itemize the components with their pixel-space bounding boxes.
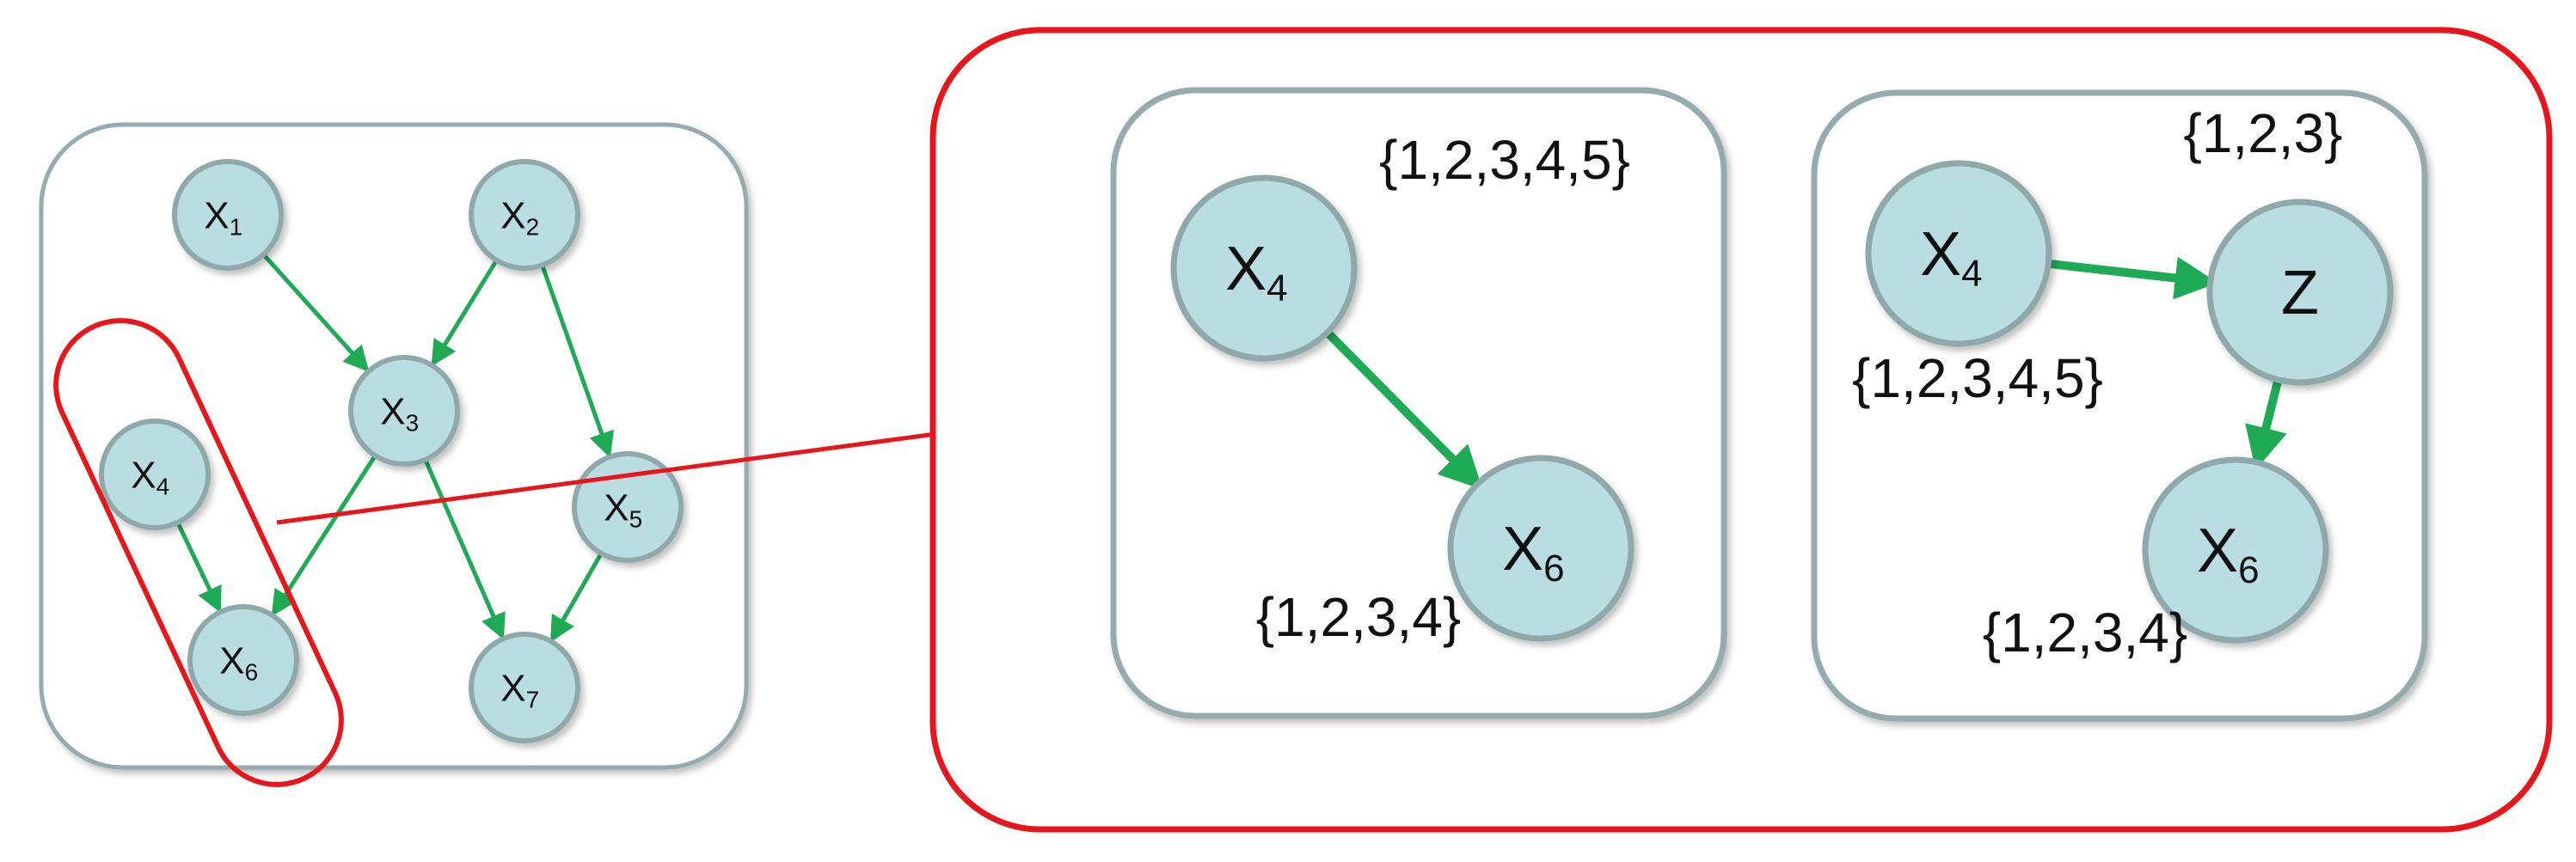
node-x7-base: X	[500, 667, 525, 709]
node-x4-circle	[1170, 174, 1358, 362]
detail-left-nodes: X4{1,2,3,4,5}X6{1,2,3,4}	[1170, 129, 1635, 648]
detail-left-edges	[1324, 329, 1483, 490]
node-x4-subscript: 4	[1267, 267, 1287, 309]
edge-x4-to-x6	[1324, 329, 1483, 490]
node-x4-base: X	[1225, 235, 1267, 303]
detail-right-nodes: X4{1,2,3,4,5}Z{1,2,3}X6{1,2,3,4}	[1852, 102, 2394, 663]
detail-left-panel: X4{1,2,3,4,5}X6{1,2,3,4}	[1110, 87, 1727, 719]
node-x7: X7	[469, 632, 580, 743]
node-x6: X6 {1,2,3,4}	[1256, 455, 1635, 648]
node-x1: X1	[172, 159, 284, 271]
node-x1-base: X	[204, 194, 229, 236]
edge-x3-to-x7	[423, 458, 506, 640]
node-z-base: Z	[2281, 259, 2319, 327]
node-x6-subscript: 6	[2238, 549, 2259, 591]
node-x3: X3	[348, 355, 460, 467]
node-x2-label: X2	[500, 194, 539, 240]
node-x6-circle	[2142, 456, 2329, 644]
node-x1-circle	[172, 159, 284, 271]
node-x2: X2	[469, 159, 580, 271]
node-x4-base: X	[131, 454, 156, 496]
edge-x2-to-x5	[540, 264, 615, 458]
highlight-group-x4-x6	[53, 318, 344, 787]
node-x4-set-label: {1,2,3,4,5}	[1852, 347, 2103, 409]
detail-zoom-panel: X4{1,2,3,4,5}X6{1,2,3,4} X4{1,2,3,4,5}Z{…	[929, 27, 2553, 833]
node-x4-subscript: 4	[1961, 253, 1982, 295]
overview-edges	[175, 253, 615, 643]
node-x1-label: X1	[204, 194, 242, 240]
node-x3-circle	[348, 355, 460, 467]
node-x4: X4	[99, 419, 211, 530]
node-x6-set-label: {1,2,3,4}	[1256, 586, 1461, 648]
node-z-circle	[2206, 199, 2394, 386]
node-x7-label: X7	[500, 667, 539, 712]
node-x4: X4 {1,2,3,4,5}	[1170, 129, 1630, 362]
node-x2-circle	[469, 159, 580, 271]
node-x2-subscript: 2	[526, 213, 540, 240]
node-x4-subscript: 4	[156, 473, 170, 499]
node-x3-label: X3	[380, 390, 419, 436]
node-z: Z {1,2,3}	[2183, 102, 2394, 386]
edge-x2-to-x3	[431, 259, 499, 367]
node-x6-set-label: {1,2,3,4}	[1983, 602, 2187, 663]
detail-right-panel: X4{1,2,3,4,5}Z{1,2,3}X6{1,2,3,4}	[1811, 89, 2428, 722]
node-x2-base: X	[500, 194, 525, 236]
node-z-label: Z	[2281, 259, 2319, 327]
edge-x3-to-x6	[271, 454, 377, 617]
node-x5-subscript: 5	[629, 505, 643, 532]
node-x6-subscript: 6	[245, 658, 259, 685]
node-x4-circle	[1865, 160, 2052, 347]
node-x1-subscript: 1	[230, 213, 243, 240]
detail-right-edges	[2047, 256, 2287, 470]
node-x4-circle	[99, 419, 211, 530]
node-x6-subscript: 6	[1543, 547, 1564, 590]
node-x7-circle	[469, 632, 580, 743]
edge-x5-to-x7	[550, 552, 604, 643]
edge-x4-to-x6	[175, 521, 222, 614]
node-x4: X4 {1,2,3,4,5}	[1852, 160, 2103, 409]
node-x6-base: X	[1502, 515, 1543, 584]
node-x3-base: X	[380, 390, 405, 432]
zoom-connector-line	[276, 431, 936, 525]
node-x6: X6{1,2,3,4}	[1983, 456, 2329, 663]
edge-x1-to-x3	[261, 253, 370, 373]
node-z-set-label: {1,2,3}	[2183, 102, 2342, 164]
node-x4-label: X4	[1225, 235, 1288, 309]
node-x6-label: X6	[219, 639, 258, 685]
node-x5-base: X	[604, 486, 629, 529]
node-x5-label: X5	[604, 486, 642, 532]
node-x6-base: X	[2197, 517, 2238, 585]
node-x6: X6	[187, 604, 299, 716]
node-x4-label: X4	[1920, 220, 1983, 295]
node-x4-label: X4	[131, 454, 169, 499]
node-x6-base: X	[219, 639, 244, 682]
node-x6-circle	[187, 604, 299, 716]
node-x7-subscript: 7	[526, 686, 540, 712]
edge-x4-to-z	[2047, 256, 2218, 300]
node-x6-circle	[1447, 455, 1635, 642]
node-x3-subscript: 3	[406, 409, 420, 436]
edge-z-to-x6	[2245, 378, 2287, 470]
node-x4-set-label: {1,2,3,4,5}	[1379, 129, 1630, 191]
node-x6-label: X6	[1502, 515, 1565, 590]
node-x6-label: X6	[2197, 517, 2260, 591]
node-x4-base: X	[1920, 220, 1961, 289]
